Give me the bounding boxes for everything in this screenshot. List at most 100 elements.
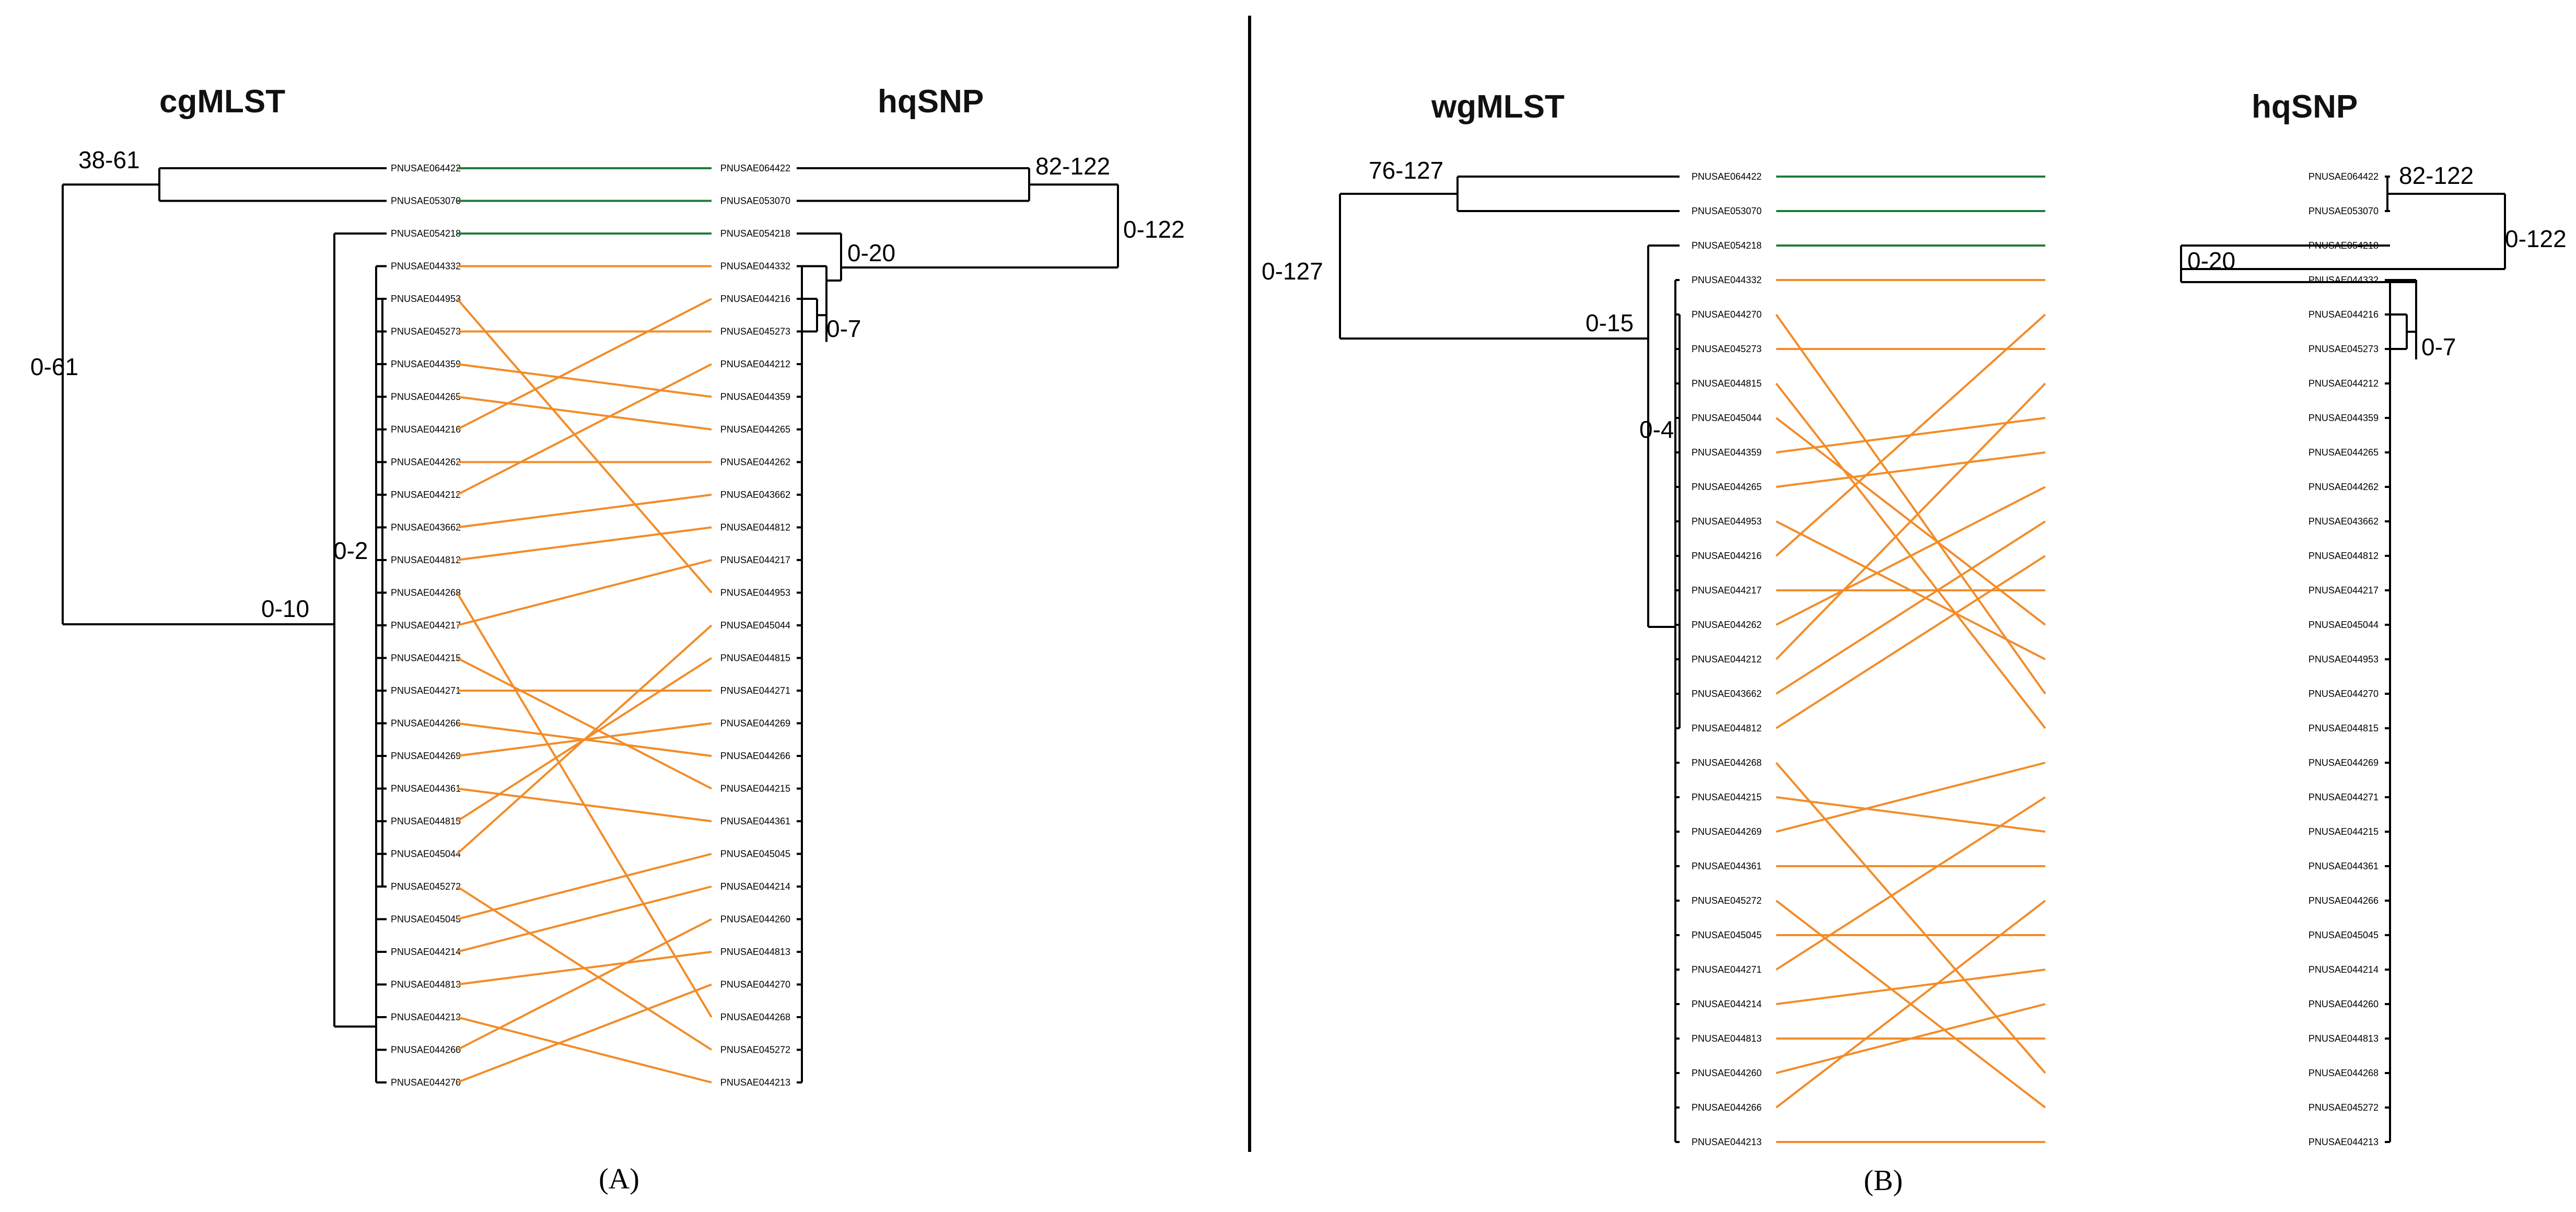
left-tip-label: PNUSAE045045 (1692, 930, 1762, 940)
left-tip-label: PNUSAE044269 (1692, 826, 1762, 837)
right-tip-label: PNUSAE044214 (720, 881, 790, 892)
left-tip-label: PNUSAE054218 (391, 228, 461, 239)
left-tip-label: PNUSAE044270 (391, 1077, 461, 1088)
left-tip-label: PNUSAE044953 (1692, 516, 1762, 527)
right-tip-label: PNUSAE054218 (720, 228, 790, 239)
left-tip-label: PNUSAE045044 (391, 849, 461, 859)
tanglegram-link (457, 1016, 712, 1083)
right-tip-label: PNUSAE044359 (720, 392, 790, 402)
left-tip-label: PNUSAE044215 (391, 653, 461, 663)
right-tree-title: hqSNP (878, 84, 984, 120)
right-tip-label: PNUSAE045273 (720, 327, 790, 337)
tanglegram-link (456, 298, 713, 593)
left-tip-label: PNUSAE044812 (391, 555, 461, 565)
right-tip-label: PNUSAE044216 (2309, 309, 2379, 320)
right-tip-label: PNUSAE044212 (720, 359, 790, 369)
tanglegram-link (457, 395, 712, 430)
right-tip-label: PNUSAE044262 (720, 457, 790, 468)
right-tip-label: PNUSAE044268 (720, 1012, 790, 1022)
right-tip-label: PNUSAE044266 (720, 751, 790, 761)
right-tip-label: PNUSAE044813 (720, 947, 790, 957)
right-tip-label: PNUSAE044269 (720, 718, 790, 729)
right-tip-label: PNUSAE044815 (720, 653, 790, 663)
right-tip-label: PNUSAE045045 (720, 849, 790, 859)
left-tip-label: PNUSAE044271 (1692, 964, 1762, 975)
right-tip-label: PNUSAE044212 (2309, 378, 2379, 389)
left-tip-label: PNUSAE044213 (391, 1012, 461, 1022)
left-tip-label: PNUSAE044214 (391, 947, 461, 957)
branch-label: 0-15 (1586, 309, 1634, 336)
left-tip-label: PNUSAE044332 (1692, 275, 1762, 285)
right-tree-title: hqSNP (2252, 89, 2358, 125)
tanglegram-link (457, 363, 712, 398)
tanglegram-link (457, 657, 712, 790)
right-tip-label: PNUSAE044953 (720, 588, 790, 598)
right-tip-label: PNUSAE044270 (720, 980, 790, 990)
right-tip-label: PNUSAE045273 (2309, 344, 2379, 354)
tanglegram-link (457, 298, 712, 430)
right-tip-label: PNUSAE044266 (2309, 895, 2379, 906)
left-tip-label: PNUSAE044361 (1692, 861, 1762, 871)
tanglegram-link (457, 787, 712, 822)
left-tip-label: PNUSAE044268 (391, 588, 461, 598)
right-tip-label: PNUSAE053070 (2309, 206, 2379, 216)
right-tip-label: PNUSAE044215 (720, 784, 790, 794)
right-tip-label: PNUSAE053070 (720, 196, 790, 206)
right-tip-label: PNUSAE044815 (2309, 723, 2379, 733)
left-tip-label: PNUSAE044815 (391, 816, 461, 826)
left-tip-label: PNUSAE044270 (1692, 309, 1762, 320)
branch-label: 82-122 (1035, 153, 1110, 180)
left-tip-label: PNUSAE045273 (1692, 344, 1762, 354)
right-tip-label: PNUSAE045044 (2309, 620, 2379, 630)
branch-label: 0-7 (826, 315, 861, 342)
right-tip-label: PNUSAE044268 (2309, 1068, 2379, 1078)
tanglegram-link (1775, 520, 2046, 695)
left-tip-label: PNUSAE045272 (391, 881, 461, 892)
tanglegram-link (1776, 1003, 2046, 1074)
right-tip-label: PNUSAE044271 (2309, 792, 2379, 802)
tanglegram-link (457, 885, 712, 953)
left-tip-label: PNUSAE044212 (391, 490, 461, 500)
left-tip-label: PNUSAE044271 (391, 685, 461, 696)
left-tip-label: PNUSAE044212 (1692, 654, 1762, 665)
left-tree-title: cgMLST (159, 84, 285, 120)
left-tip-label: PNUSAE044953 (391, 294, 461, 304)
right-tip-label: PNUSAE044216 (720, 294, 790, 304)
right-tip-label: PNUSAE045045 (2309, 930, 2379, 940)
branch-label: 0-10 (261, 595, 309, 622)
right-tip-label: PNUSAE064422 (2309, 171, 2379, 182)
tanglegram-link (1775, 555, 2046, 729)
right-tip-label: PNUSAE044271 (720, 685, 790, 696)
tanglegram-link (1775, 762, 2046, 1074)
left-tip-label: PNUSAE044216 (1692, 551, 1762, 561)
left-tip-label: PNUSAE045044 (1692, 413, 1762, 423)
branch-label: 82-122 (2399, 162, 2474, 189)
left-tip-label: PNUSAE044268 (1692, 758, 1762, 768)
right-tip-label: PNUSAE044269 (2309, 758, 2379, 768)
right-tip-label: PNUSAE045044 (720, 620, 790, 631)
right-tip-label: PNUSAE044217 (2309, 585, 2379, 596)
right-tip-label: PNUSAE045272 (720, 1045, 790, 1055)
right-tip-label: PNUSAE045272 (2309, 1102, 2379, 1113)
tanglegram-link (457, 853, 712, 920)
tanglegram-link (457, 951, 712, 986)
left-tip-label: PNUSAE044266 (1692, 1102, 1762, 1113)
left-tip-label: PNUSAE053070 (1692, 206, 1762, 216)
branch-label: 0-7 (2421, 333, 2456, 360)
right-tip-label: PNUSAE044213 (2309, 1137, 2379, 1147)
tanglegram-link (457, 363, 712, 496)
branch-label: 0-127 (1262, 258, 1323, 285)
right-tip-label: PNUSAE044260 (2309, 999, 2379, 1009)
left-tree-title: wgMLST (1431, 89, 1565, 125)
right-tip-label: PNUSAE044812 (720, 522, 790, 533)
tanglegram-link (1776, 969, 2046, 1005)
right-tip-label: PNUSAE044953 (2309, 654, 2379, 665)
left-tip-label: PNUSAE044260 (391, 1045, 461, 1055)
left-tip-label: PNUSAE044262 (391, 457, 461, 468)
left-tip-label: PNUSAE044262 (1692, 620, 1762, 630)
left-tip-label: PNUSAE053070 (391, 196, 461, 206)
left-tip-label: PNUSAE044813 (1692, 1033, 1762, 1044)
right-tip-label: PNUSAE044361 (2309, 861, 2379, 871)
